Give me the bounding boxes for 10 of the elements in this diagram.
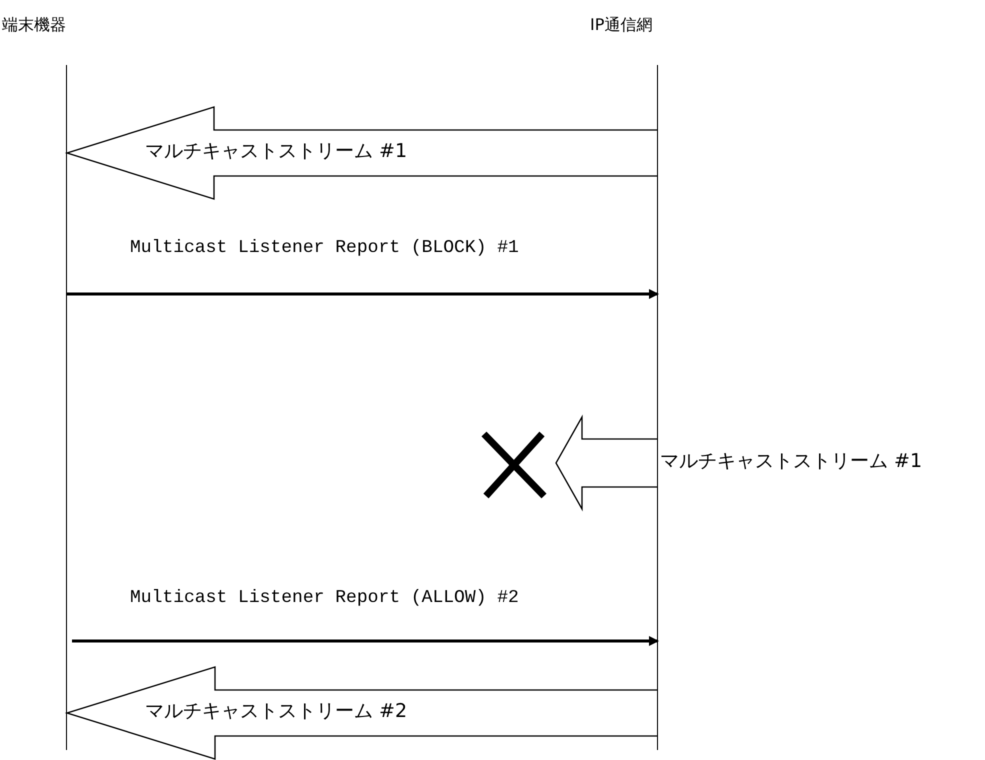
edge-label: マルチキャストストリーム #1 <box>660 450 922 472</box>
edge-label: マルチキャストストリーム #1 <box>145 140 408 162</box>
participant-label: 端末機器 <box>2 15 66 35</box>
arrow <box>72 636 659 646</box>
block-arrow <box>555 414 659 512</box>
edge-label: Multicast Listener Report (ALLOW) #2 <box>130 587 520 610</box>
edge-label: Multicast Listener Report (BLOCK) #1 <box>130 237 519 260</box>
arrow <box>67 289 659 299</box>
participant-label: IP通信網 <box>590 15 652 35</box>
edge-label: マルチキャストストリーム #2 <box>145 700 408 722</box>
